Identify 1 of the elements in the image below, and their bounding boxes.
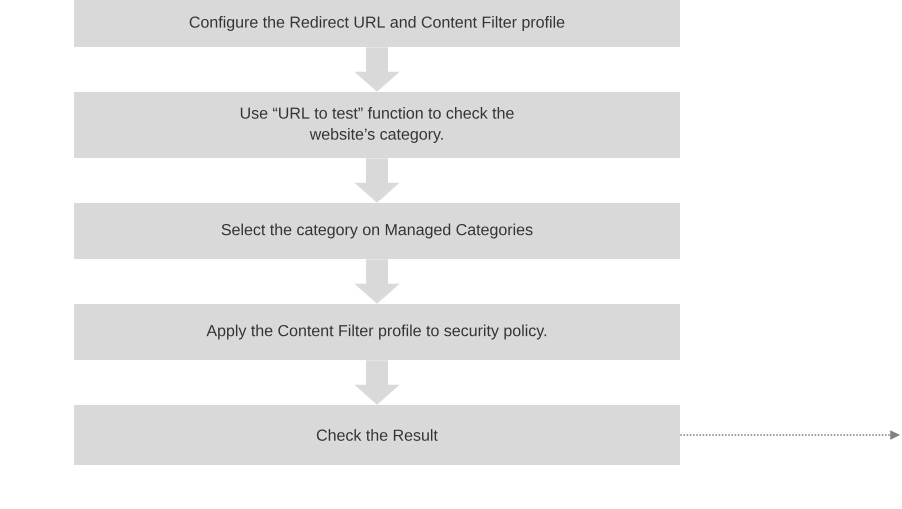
process-box: Configure the Redirect URL and Content Filter profile (74, 0, 680, 47)
